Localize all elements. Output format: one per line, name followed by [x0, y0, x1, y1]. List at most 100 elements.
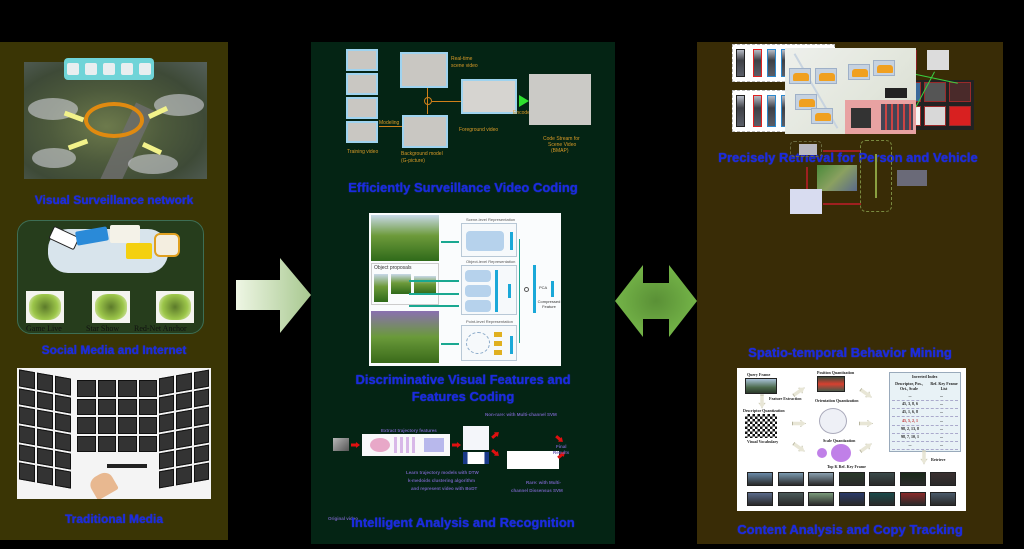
flow-arrow — [823, 203, 861, 205]
flow-arrow — [823, 150, 861, 152]
vehicle-sighting — [815, 68, 837, 84]
ptz-camera-icon — [85, 63, 97, 75]
channel-label: Red-Net Anchor Live — [134, 324, 187, 333]
index-row-divider — [892, 441, 958, 442]
index-row-frames: ... — [940, 417, 943, 423]
caption-visual-features-line1: Discriminative Visual Features and — [355, 372, 571, 387]
connector-line — [441, 343, 459, 345]
key-frame-thumb — [808, 492, 834, 506]
social-media-image: Game Live Star Show Red-Net Anchor Live — [17, 220, 204, 334]
surveillance-network-image — [24, 62, 207, 179]
index-row-frames: ... — [940, 393, 943, 398]
arrow-icon — [490, 430, 501, 440]
arrow-icon — [490, 448, 501, 458]
key-frame-thumb — [930, 472, 956, 486]
flow-arrow — [806, 167, 808, 189]
camera-icon — [67, 63, 79, 75]
key-frame-thumb — [899, 472, 926, 486]
index-row-key: ... — [908, 442, 912, 448]
label-final: Final — [556, 444, 567, 449]
copy-tracking-section: Query Frame Feature Extraction Descripto… — [697, 364, 1003, 544]
histogram — [494, 350, 502, 355]
label-results: Results — [553, 450, 570, 455]
training-frame — [346, 73, 378, 95]
label-rare-1: Rare: with Multi- — [526, 480, 561, 485]
arrow-icon — [759, 395, 766, 409]
index-row-key: 98, 7, 10, 1 — [901, 434, 919, 439]
point-features-photo — [371, 311, 439, 363]
inverted-index-table: Inverted Index Descriptor, Pos., Ori., S… — [889, 372, 961, 452]
connector-line — [379, 126, 405, 127]
label-training-video: Training video — [347, 149, 379, 155]
codebook-cluster — [466, 332, 490, 354]
network-graph — [790, 189, 822, 214]
hand-pointer-icon — [87, 469, 119, 499]
index-row-key: 45, 5, 2, 1 — [902, 417, 918, 423]
key-frame-thumb — [869, 492, 895, 506]
label-scale-quant: Scale Quantization — [823, 438, 856, 443]
arrow-icon — [921, 451, 928, 465]
connector-line — [432, 101, 468, 102]
index-row-frames: ... — [940, 401, 943, 407]
vehicle-sighting — [795, 94, 817, 110]
feature-vector — [508, 284, 511, 298]
label-original-text: Original video — [328, 516, 359, 521]
label-background: Background model — [401, 151, 443, 157]
label-object-level: Object-level Representation — [466, 259, 516, 264]
label-nonrare: Non-rare: with Multi-channel SVM — [485, 412, 557, 417]
code-stream-frame — [529, 74, 591, 125]
channel-label: Game Live — [26, 324, 62, 333]
label-modeling: Modeling — [379, 120, 400, 126]
label-code-stream-sub2: (BMAP) — [551, 148, 569, 154]
label-orientation-quant: Orientation Quantization — [815, 398, 859, 403]
arrow-icon — [554, 434, 565, 444]
caption-intelligent-analysis: Intelligent Analysis and Recognition — [351, 515, 575, 530]
point-level-box: Point-level Representation — [461, 319, 517, 361]
orientation-circle — [819, 408, 847, 434]
channel-thumbnail-anchor-live — [156, 291, 194, 323]
image-collage — [881, 104, 913, 130]
applications-panel: Precisely Retrieval for Person and Vehic… — [697, 42, 1003, 544]
screen-wall-center — [77, 380, 157, 452]
label-position-quant: Position Quantization — [817, 370, 855, 375]
caption-behavior-mining: Spatio-temporal Behavior Mining — [748, 345, 952, 360]
concatenated-vector — [533, 265, 536, 313]
training-frame — [346, 121, 378, 143]
tv-stand — [107, 464, 147, 468]
index-row-divider — [892, 400, 958, 401]
technologies-panel: Training video Modeling Real-time scene … — [311, 42, 615, 544]
index-row-frames: ... — [940, 425, 943, 431]
original-video-thumb — [333, 438, 349, 451]
proposal-cow — [414, 276, 436, 294]
platform-logo — [126, 243, 152, 259]
label-feature-extraction: Feature Extraction — [769, 396, 802, 401]
satellite-image — [817, 165, 857, 191]
screen-wall-right — [159, 369, 209, 489]
connector-line — [441, 241, 459, 243]
flow-box — [790, 141, 822, 157]
object-proposals-box: Object proposals — [371, 263, 439, 305]
flow-arrow-right — [236, 258, 311, 333]
training-frame — [346, 49, 378, 71]
label-learn-3: and represent video with BoDT — [411, 486, 478, 491]
col-header-descriptor: Descriptor, Pos., Ori., Scale — [895, 381, 923, 391]
index-row-key: 45, 1, 6, 8 — [902, 409, 918, 415]
platform-logo — [110, 225, 140, 243]
vehicle-sighting — [789, 68, 811, 84]
result-vehicle — [924, 106, 946, 126]
index-row-frames: ... — [940, 434, 943, 439]
data-center-overlay — [845, 100, 916, 134]
label-compressed-feature: Compressed Feature — [537, 299, 561, 309]
concat-node-icon — [524, 287, 529, 292]
camera-types-bar — [64, 58, 154, 80]
index-row-divider — [892, 432, 958, 434]
index-row-divider — [892, 449, 958, 451]
key-frame-thumb — [899, 492, 926, 506]
caption-traditional-media: Traditional Media — [64, 512, 163, 526]
proposal-tree — [391, 274, 411, 294]
result-person — [753, 95, 762, 127]
vehicle-sighting — [873, 60, 895, 76]
connector-line — [519, 239, 520, 343]
label-inverted-index: Inverted Index — [912, 374, 938, 379]
arrow-icon — [792, 420, 806, 427]
